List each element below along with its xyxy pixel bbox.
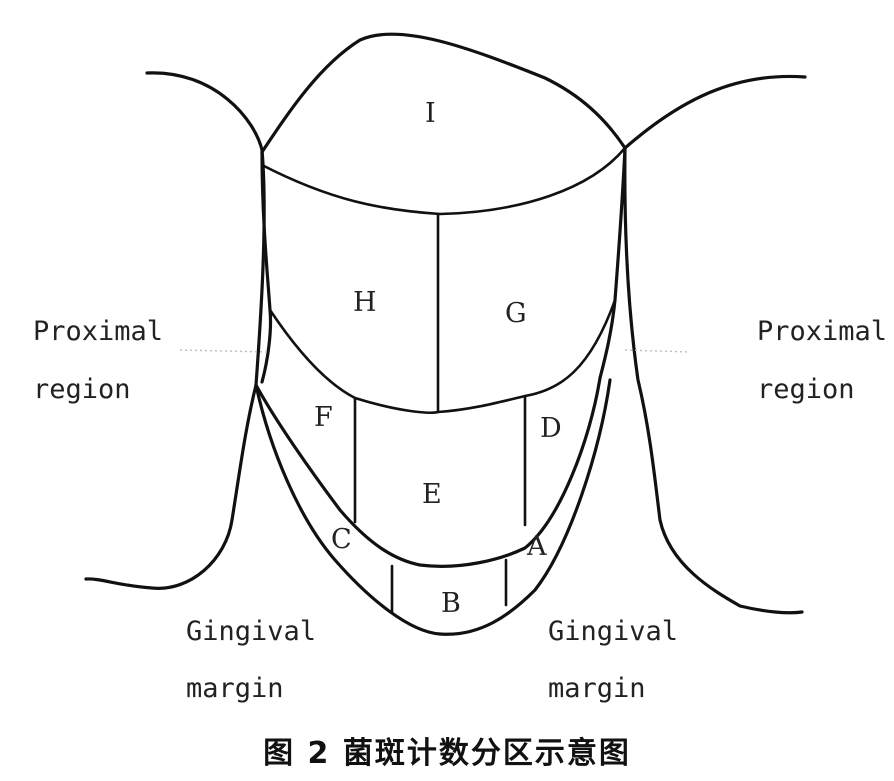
figure-number: 图 2: [263, 736, 331, 771]
proximal-region-left-line2: region: [33, 374, 131, 405]
region-A-label: A: [526, 531, 547, 562]
region-E-label: E: [422, 479, 442, 510]
region-F-label: F: [314, 402, 333, 433]
crown-incisal-outline: [260, 32, 627, 154]
cervical-hg-boundary: [268, 298, 617, 414]
region-I-label: I: [425, 98, 436, 129]
region-G-label: G: [505, 298, 527, 329]
crown-right-side: [598, 146, 627, 380]
figure-title: 菌斑计数分区示意图: [342, 736, 631, 771]
crown-left-side: [260, 150, 273, 384]
region-D-label: D: [540, 413, 562, 444]
gingival-margin-left-line2: margin: [186, 673, 284, 704]
proximal-dotted-left: [179, 349, 271, 353]
figure-caption: 图 2 菌斑计数分区示意图: [0, 728, 894, 772]
gingival-arc-inner: [254, 376, 602, 568]
region-H-label: H: [353, 287, 377, 318]
proximal-dotted-right: [624, 349, 691, 353]
gingival-margin-right-line2: margin: [548, 673, 646, 704]
region-B-label: B: [441, 588, 461, 619]
gingiva-outline-left: [84, 71, 266, 590]
gingival-arc-outer: [254, 378, 612, 636]
gingiva-outline-right: [623, 74, 807, 615]
proximal-region-right-line1: Proximal: [757, 316, 887, 347]
gingival-margin-right-line1: Gingival: [548, 616, 678, 647]
incisal-boundary: [260, 146, 627, 216]
proximal-region-right-line2: region: [757, 374, 855, 405]
proximal-region-left-line1: Proximal: [33, 316, 163, 347]
region-C-label: C: [331, 524, 352, 555]
gingival-margin-left-line1: Gingival: [186, 616, 316, 647]
